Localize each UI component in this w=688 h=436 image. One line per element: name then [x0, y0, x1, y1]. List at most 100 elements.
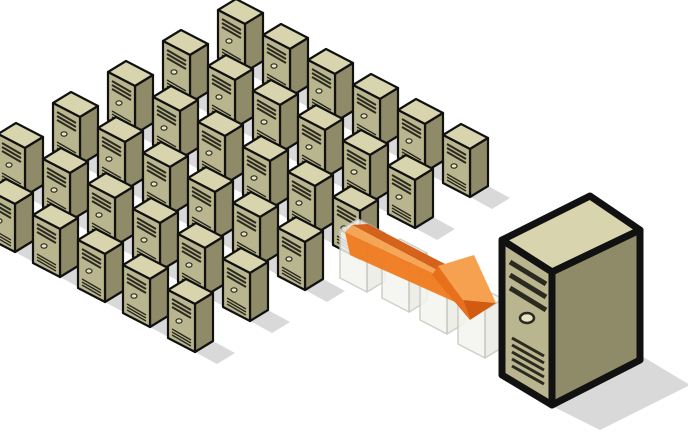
- server-drive-bay: [256, 99, 277, 112]
- large-server-tower: [498, 192, 688, 430]
- server-drive-bay: [181, 250, 202, 263]
- server-unit: [231, 190, 280, 267]
- server-side: [188, 42, 210, 105]
- server-vent: [391, 207, 412, 220]
- server-drive-bay: [111, 84, 132, 97]
- server-vent: [391, 210, 412, 223]
- server-vent: [391, 204, 412, 217]
- server-drive-bay: [356, 101, 377, 114]
- server-side: [223, 123, 245, 186]
- vent-slot-4: [511, 357, 545, 379]
- server-vent: [0, 235, 12, 244]
- server-power-button: [150, 181, 158, 187]
- server-vent: [226, 297, 247, 310]
- server-drive-bay: [201, 138, 222, 151]
- server-vent: [171, 334, 192, 347]
- server-unit: [441, 122, 490, 199]
- server-side: [423, 111, 445, 174]
- server-drive-bay: [236, 219, 257, 232]
- server-vent: [81, 281, 102, 294]
- server-power-button: [450, 163, 458, 169]
- server-vent: [166, 79, 187, 92]
- server-power-button: [175, 318, 183, 324]
- server-drive-bay: [281, 236, 302, 249]
- server-vent: [56, 141, 77, 154]
- server-side: [123, 129, 145, 192]
- server-power-button: [350, 169, 358, 175]
- server-vent: [146, 191, 167, 204]
- server-vent: [311, 98, 332, 111]
- server-unit: [206, 53, 255, 130]
- server-drive-bay: [311, 72, 332, 85]
- server-drive-bay: [101, 140, 122, 153]
- server-drive-bay: [446, 147, 467, 160]
- server-drive-bay: [46, 175, 67, 188]
- server-drive-bay: [256, 107, 277, 120]
- server-drive-bay: [226, 275, 247, 288]
- server-vent: [46, 197, 67, 210]
- server-vent: [1, 172, 22, 185]
- server-drive-bay: [136, 221, 157, 234]
- server-drive-bay: [201, 134, 222, 147]
- server-power-button: [0, 218, 3, 224]
- server-farm-grid: [0, 0, 490, 354]
- server-drive-bay: [146, 169, 167, 182]
- server-drive-bay: [81, 248, 102, 261]
- server-vent: [346, 179, 367, 192]
- vent-slot-3: [511, 350, 545, 372]
- server-vent: [191, 216, 212, 229]
- server-side: [58, 216, 80, 279]
- vent-slot-2: [511, 343, 545, 365]
- server-vent: [171, 331, 192, 344]
- server-power-button: [140, 237, 148, 243]
- server-unit: [241, 134, 290, 211]
- server-drive-bay: [166, 49, 187, 62]
- server-power-button: [230, 287, 238, 293]
- server-vent: [181, 272, 202, 285]
- server-vent: [171, 328, 192, 341]
- server-power-button: [215, 94, 223, 100]
- vent-slot-5: [511, 364, 545, 386]
- server-drive-bay: [166, 53, 187, 66]
- server-side: [323, 117, 345, 180]
- server-side: [178, 98, 200, 161]
- server-drive-bay: [126, 281, 147, 294]
- server-drive-bay: [166, 57, 187, 70]
- server-vent: [281, 269, 302, 282]
- server-power-button: [40, 243, 48, 249]
- server-unit: [386, 153, 435, 230]
- server-unit: [286, 159, 335, 236]
- server-drive-bay: [346, 149, 367, 162]
- server-power-button: [295, 200, 303, 206]
- server-unit: [121, 252, 170, 329]
- server-drive-bay: [311, 68, 332, 81]
- server-side: [133, 73, 155, 136]
- server-unit: [186, 165, 235, 242]
- server-power-button: [115, 100, 123, 106]
- server-vent: [0, 238, 12, 247]
- server-power-button: [170, 69, 178, 75]
- server-drive-bay: [446, 143, 467, 156]
- server-power-button: [305, 144, 313, 150]
- server-side: [413, 167, 435, 230]
- server-drive-bay: [236, 211, 257, 224]
- server-power-button: [160, 125, 168, 131]
- server-drive-bay: [46, 167, 67, 180]
- server-drive-bay: [136, 225, 157, 238]
- migration-arrow: [345, 224, 496, 320]
- server-power-button: [95, 212, 103, 218]
- server-vent: [126, 306, 147, 319]
- server-drive-bay: [191, 186, 212, 199]
- server-power-button: [260, 119, 268, 125]
- server-drive-bay: [221, 18, 242, 31]
- server-side: [148, 266, 170, 329]
- server-power-button: [195, 206, 203, 212]
- server-power-button: [60, 131, 68, 137]
- server-drive-bay: [136, 217, 157, 230]
- power-button: [518, 311, 536, 325]
- server-side: [333, 61, 355, 124]
- server-drive-bay: [36, 231, 57, 244]
- server-side: [368, 142, 390, 205]
- server-drive-bay: [401, 122, 422, 135]
- server-drive-bay: [291, 188, 312, 201]
